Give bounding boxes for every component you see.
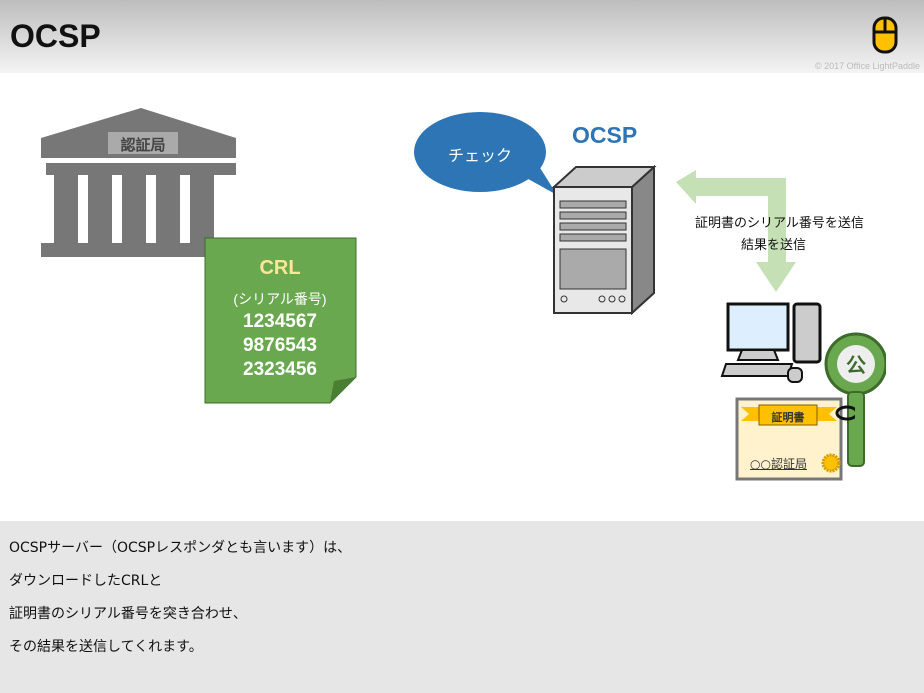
certificate-authority-building-icon [41,108,241,257]
header: OCSP © 2017 Office LightPaddle [0,0,924,73]
note-line: その結果を送信してくれます。 [9,639,203,655]
public-key-icon: 公 [824,332,886,467]
certificate-title: 証明書 [771,411,805,424]
key-label: 公 [846,353,866,377]
crl-subtitle: (シリアル番号) [233,291,327,307]
note-line: OCSPサーバー（OCSPレスポンダとも言います）は、 [9,540,352,556]
bubble-text: チェック [447,146,512,165]
note-line: 証明書のシリアル番号を突き合わせ、 [9,606,247,622]
speech-bubble [414,112,557,195]
authority-label: 認証局 [120,136,166,154]
client-computer-icon [720,302,822,383]
arrow-text-request: 証明書のシリアル番号を送信 [695,216,864,231]
request-response-arrow [676,170,796,292]
server-label: OCSP [572,122,638,148]
certificate-issuer: ○○認証局 [750,457,807,471]
crl-serial: 1234567 [243,311,317,332]
crl-serial: 9876543 [243,335,317,356]
mouse-icon[interactable] [872,16,900,56]
arrow-text-response: 結果を送信 [741,238,807,253]
crl-serial: 2323456 [243,359,317,380]
note-line: ダウンロードしたCRLと [9,573,163,589]
copyright: © 2017 Office LightPaddle [814,61,920,71]
notes-panel: OCSPサーバー（OCSPレスポンダとも言います）は、 ダウンロードしたCRLと… [0,521,924,693]
crl-title: CRL [259,257,301,279]
ocsp-server-icon [552,165,657,316]
page-title: OCSP [10,18,101,54]
certificate-icon [735,397,855,481]
crl-document [204,237,357,404]
